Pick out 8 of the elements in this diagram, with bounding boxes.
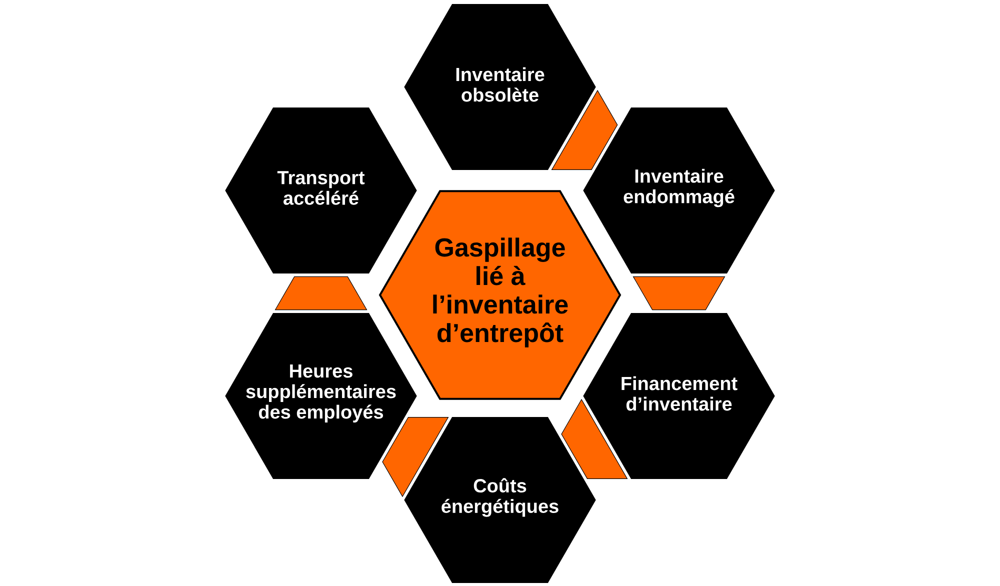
- hexagon-tile: Inventaire endommagé: [583, 108, 775, 274]
- hexagon-tile: Financement d’inventaire: [583, 313, 775, 479]
- connector-band: [274, 276, 368, 310]
- hexagon-tile: Transport accéléré: [225, 108, 417, 274]
- hexagon-tile: Heures supplémentaires des employés: [225, 313, 417, 479]
- hexagon-tile: Inventaire obsolète: [404, 4, 596, 170]
- hexagon-tile: Coûts énergétiques: [404, 417, 596, 583]
- connector-band: [632, 276, 726, 310]
